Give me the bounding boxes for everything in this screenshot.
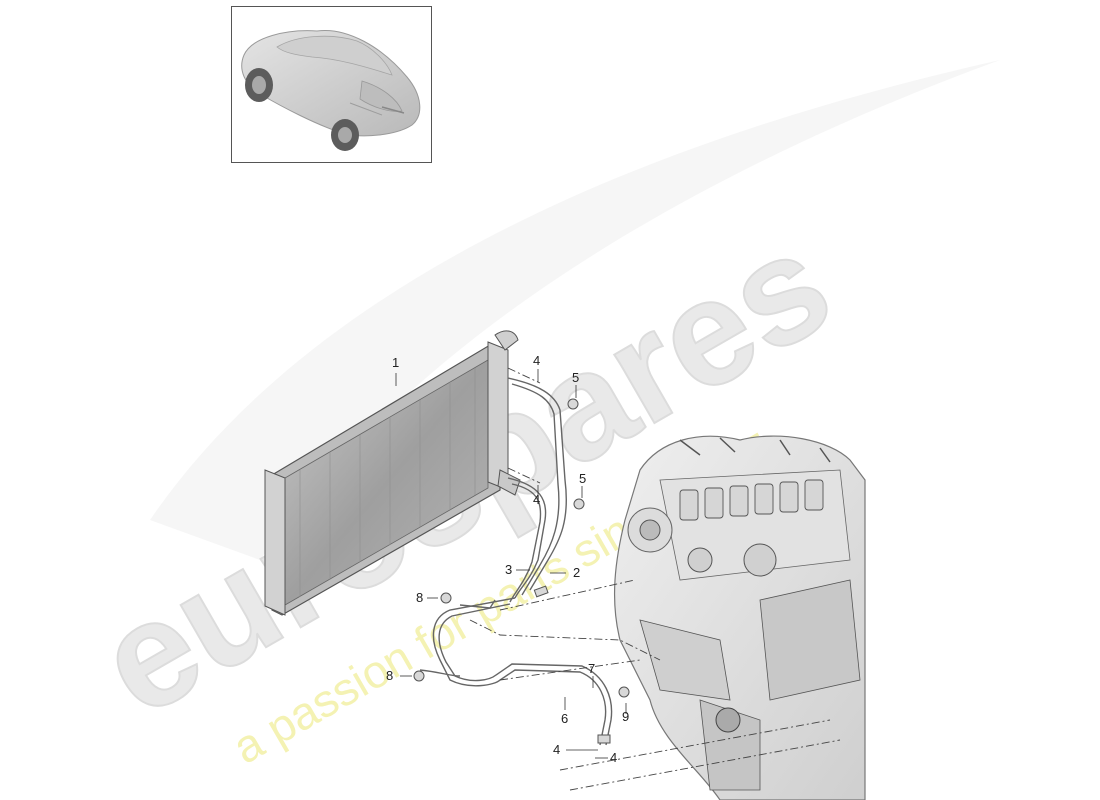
- callout-1[interactable]: 1: [392, 355, 400, 370]
- callout-3[interactable]: 3: [505, 562, 513, 577]
- callout-leaders: [395, 369, 627, 759]
- radiator-icon: [264, 330, 521, 616]
- callout-6[interactable]: 6: [561, 711, 569, 726]
- callout-4-lower-left[interactable]: 4: [553, 742, 561, 757]
- car-suv-icon: [241, 29, 421, 151]
- vehicle-thumbnail-frame: [231, 6, 432, 163]
- callout-4-middle[interactable]: 4: [533, 492, 541, 507]
- callout-2[interactable]: 2: [573, 565, 581, 580]
- coolant-line-icon: [419, 377, 613, 746]
- engine-icon: [613, 435, 866, 800]
- callout-8-upper[interactable]: 8: [416, 590, 424, 605]
- line-fittings: [413, 398, 630, 744]
- reference-lines: [469, 367, 841, 791]
- callout-4-lower-right[interactable]: 4: [610, 750, 618, 765]
- callout-5-upper[interactable]: 5: [572, 370, 580, 385]
- callout-9[interactable]: 9: [622, 709, 630, 724]
- callout-7[interactable]: 7: [588, 661, 596, 676]
- callout-4-upper[interactable]: 4: [533, 353, 541, 368]
- callout-5-lower[interactable]: 5: [579, 471, 587, 486]
- callout-8-lower[interactable]: 8: [386, 668, 394, 683]
